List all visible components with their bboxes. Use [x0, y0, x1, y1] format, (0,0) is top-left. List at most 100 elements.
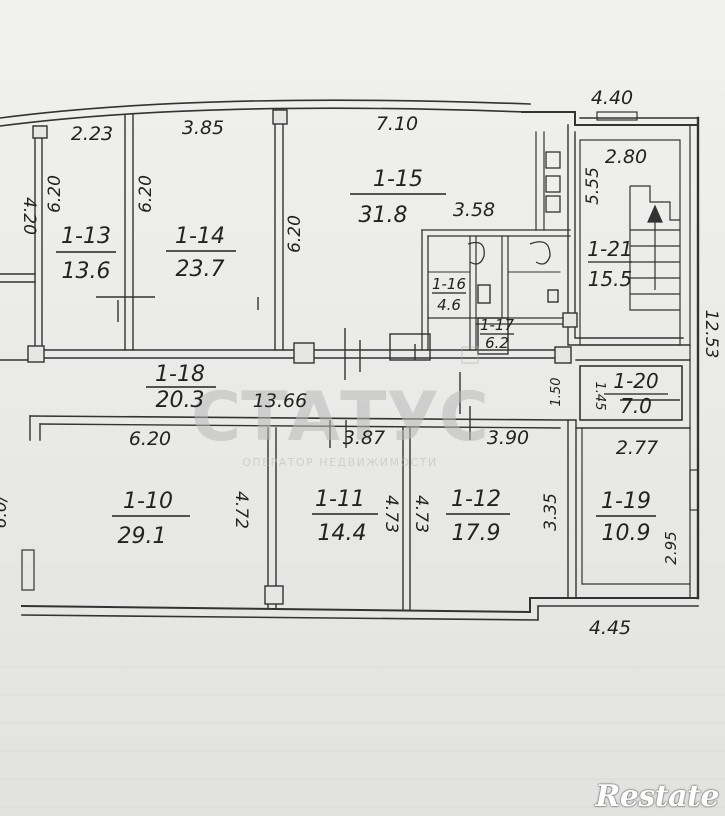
dim-1-45: 1.45	[592, 382, 607, 411]
room-1-17-id: 1-17	[480, 316, 514, 334]
window-top-east	[596, 111, 638, 121]
door-1-16	[389, 333, 431, 361]
columns	[27, 109, 578, 605]
dim-1-50: 1.50	[549, 378, 564, 407]
watermark-subtitle: ОПЕРАТОР НЕДВИЖИМОСТИ	[242, 456, 438, 469]
door-1-11	[329, 420, 347, 448]
dim-4-72: 4.72	[231, 491, 251, 529]
wall-1-13-left	[34, 125, 43, 351]
wc-wall-top	[421, 229, 571, 237]
dim-3-87: 3.87	[343, 427, 385, 449]
stair-arrow-icon	[647, 204, 663, 290]
dim-6-20-a: 6.20	[45, 175, 65, 213]
column-b2	[293, 342, 315, 364]
door-1-15	[344, 328, 361, 380]
stair-box	[579, 139, 681, 346]
dim-13-66: 13.66	[253, 390, 307, 412]
dim-4-73-a: 4.73	[381, 495, 401, 533]
left-wall-opening	[0, 273, 36, 283]
dim-5-55: 5.55	[583, 167, 603, 205]
wc-sink-a	[477, 284, 491, 304]
room-1-19-id: 1-19	[601, 489, 651, 514]
watermark-title: СТАТУС	[191, 378, 489, 457]
window-right	[689, 469, 699, 511]
corridor-end-west	[29, 415, 41, 441]
corridor-wall-bottom-inner	[39, 423, 561, 429]
door-1-13	[96, 296, 155, 322]
room-1-10-area: 29.1	[118, 524, 167, 549]
room-1-13-area: 13.6	[62, 259, 111, 284]
bottom-wall-outer	[21, 605, 699, 621]
room-1-15-area: 31.8	[359, 203, 408, 228]
room-1-18-area: 20.3	[156, 388, 205, 413]
room-labels: 1-13 13.6 1-14 23.7 1-15 31.8 1-16 4.6 1…	[56, 167, 668, 549]
stair-treads	[629, 185, 680, 311]
room-1-11-area: 14.4	[318, 521, 367, 546]
column-b1	[27, 345, 45, 363]
room-1-20-id: 1-20	[613, 369, 658, 393]
dimension-labels: 4.40 2.23 3.85 7.10 2.80 3.58 13.66 6.20…	[0, 87, 721, 639]
room-1-16-id: 1-16	[432, 275, 466, 293]
column-b3	[554, 346, 572, 364]
wall-1-14-1-15	[274, 109, 284, 351]
dim-4-45: 4.45	[589, 617, 631, 639]
left-door	[21, 549, 35, 591]
dim-2-80: 2.80	[605, 146, 647, 168]
room-1-17-area: 6.2	[485, 334, 509, 352]
room-1-10-id: 1-10	[123, 489, 173, 514]
dim-4-20: 4.20	[19, 197, 39, 235]
column-a1	[32, 125, 48, 139]
wall-1-19-inner	[581, 427, 691, 585]
room-1-15-id: 1-15	[373, 167, 423, 192]
column-b4	[562, 312, 578, 328]
restate-logo: Restate	[595, 779, 719, 814]
wc-wall-right	[501, 235, 509, 319]
dim-3-85: 3.85	[182, 117, 224, 139]
sink-icon-1	[545, 151, 561, 169]
plumbing	[467, 151, 561, 265]
wall-1-15-east	[535, 131, 545, 231]
wall-1-10-1-11	[267, 427, 277, 609]
sink-icon-2	[545, 175, 561, 193]
dim-3-58: 3.58	[453, 199, 495, 221]
door-1-17	[477, 317, 509, 355]
room-1-21-id: 1-21	[587, 237, 632, 261]
dim-6-20-c: 6.20	[285, 215, 305, 253]
walls	[0, 99, 700, 621]
paper-ruled-lines	[0, 640, 725, 816]
dim-6-20-d: 6.20	[129, 428, 171, 450]
wall-1-11-1-12	[402, 427, 411, 611]
watermark-logo-icon	[461, 346, 479, 364]
column-a2	[272, 109, 288, 125]
corridor-wall-bottom	[29, 415, 576, 421]
room-1-20-outline	[579, 365, 683, 421]
dim-4-73-b: 4.73	[411, 495, 431, 533]
dim-3-35: 3.35	[541, 493, 561, 531]
room-1-19-area: 10.9	[602, 521, 651, 546]
dim-6-20-b: 6.20	[136, 175, 156, 213]
stair-top-steps	[630, 185, 680, 221]
door-marks	[96, 284, 680, 448]
room-1-11-id: 1-11	[315, 487, 365, 512]
dim-4-40: 4.40	[591, 87, 633, 109]
stair-flight	[629, 186, 680, 311]
toilet-icon-2	[529, 241, 551, 265]
room-1-13-id: 1-13	[61, 224, 111, 249]
column-c1	[264, 585, 284, 605]
top-wall-outer	[0, 99, 531, 119]
room-1-21-area: 15.5	[588, 267, 633, 291]
dim-2-77: 2.77	[616, 437, 658, 459]
top-wall-east	[521, 111, 699, 126]
room-1-16-area: 4.6	[437, 296, 461, 314]
dim-12-53: 12.53	[701, 310, 721, 359]
dim-2-23: 2.23	[71, 123, 113, 145]
top-wall-inner	[0, 107, 526, 127]
room-1-14-id: 1-14	[175, 224, 225, 249]
room-1-18-id: 1-18	[155, 362, 205, 387]
dim-7-10: 7.10	[376, 113, 418, 135]
bottom-wall	[20, 597, 699, 614]
sink-icon-3	[545, 195, 561, 213]
room-1-12-id: 1-12	[451, 487, 501, 512]
dim-6-01: 6.0/	[0, 493, 11, 528]
